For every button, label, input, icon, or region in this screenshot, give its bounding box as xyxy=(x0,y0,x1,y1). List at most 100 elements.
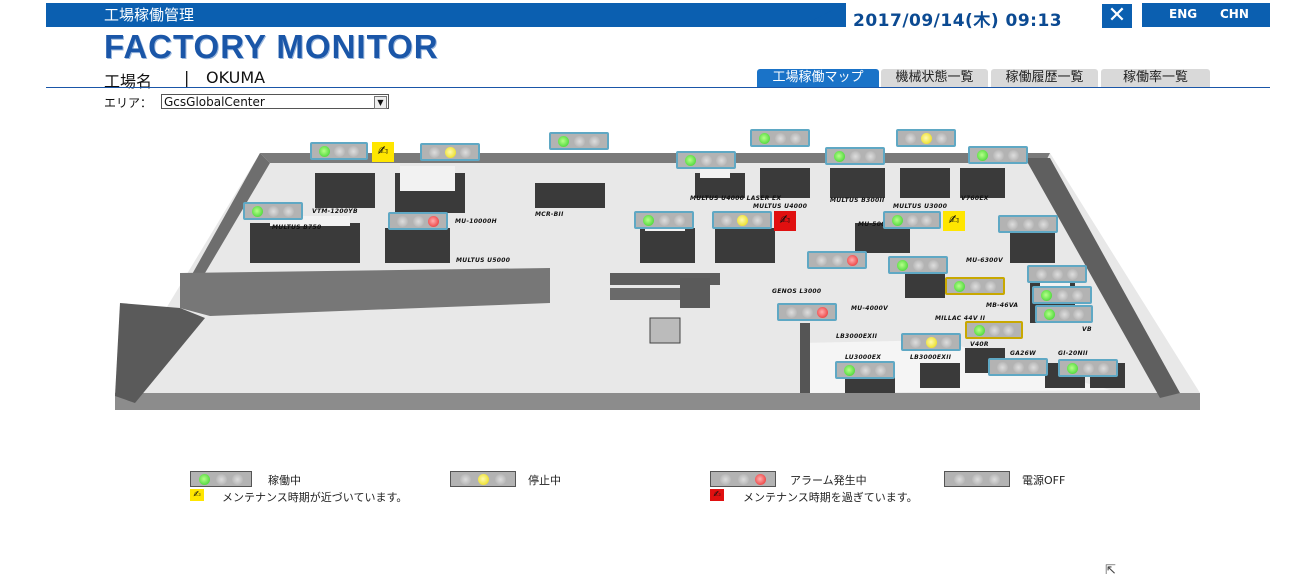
close-icon[interactable]: ✕ xyxy=(1102,4,1132,28)
lamp-yellow xyxy=(912,259,924,271)
status-light-multus-u3000[interactable] xyxy=(896,129,956,147)
status-light-vb[interactable] xyxy=(1035,305,1093,323)
app-title: FACTORY MONITOR xyxy=(104,28,439,65)
status-light-multus-u4000[interactable] xyxy=(750,129,810,147)
status-light-v760ex[interactable] xyxy=(968,146,1028,164)
machine-label: MULTUS U5000 xyxy=(456,257,511,264)
lang-chn-button[interactable]: CHN xyxy=(1220,7,1249,21)
lamp-green xyxy=(720,473,732,485)
status-light-multus-b300ii[interactable] xyxy=(825,147,885,165)
lamp-red xyxy=(816,306,828,318)
lamp-red xyxy=(864,150,876,162)
lamp-red xyxy=(751,214,763,226)
machine-label: VTM-1200YB xyxy=(312,208,358,215)
tab-machine-status[interactable]: 機械状態一覧 xyxy=(881,69,988,87)
status-light-mu5000v[interactable] xyxy=(883,211,941,229)
lamp-yellow xyxy=(988,324,1000,336)
legend-running-label: 稼働中 xyxy=(268,474,301,487)
system-title: 工場稼働管理 xyxy=(104,6,195,24)
lamp-green xyxy=(973,324,985,336)
status-light-machine[interactable] xyxy=(1032,286,1092,304)
machine-label: MULTUS U3000 xyxy=(893,203,948,210)
current-datetime: 2017/09/14(木) 09:13 xyxy=(853,11,1063,31)
lamp-green xyxy=(252,205,264,217)
lamp-red xyxy=(1097,362,1109,374)
lamp-green xyxy=(460,473,472,485)
lamp-yellow xyxy=(925,336,937,348)
lamp-yellow xyxy=(658,214,670,226)
status-light-mu4000v[interactable] xyxy=(888,256,948,274)
lamp-red xyxy=(231,473,243,485)
lamp-red xyxy=(940,336,952,348)
lamp-yellow xyxy=(444,146,456,158)
status-light-mu10000h[interactable] xyxy=(420,143,480,161)
lamp-green xyxy=(643,214,655,226)
tab-factory-map[interactable]: 工場稼働マップ xyxy=(757,69,879,87)
chevron-down-icon[interactable]: ▼ xyxy=(374,96,387,109)
status-light-mcr-bii[interactable] xyxy=(549,132,609,150)
lang-eng-button[interactable]: ENG xyxy=(1169,7,1198,21)
lamp-green xyxy=(1067,362,1079,374)
status-light-genos-l3000[interactable] xyxy=(807,251,867,269)
status-light-stopped-machine[interactable] xyxy=(712,211,772,229)
lamp-red xyxy=(846,254,858,266)
lamp-yellow xyxy=(971,473,983,485)
area-select[interactable]: GcsGlobalCenter ▼ xyxy=(161,94,389,109)
lamp-red xyxy=(1027,361,1039,373)
maintenance-warning-icon: ✍ xyxy=(190,489,204,501)
factory-name: OKUMA xyxy=(206,68,266,87)
legend-stopped-label: 停止中 xyxy=(528,474,561,487)
lamp-yellow xyxy=(1056,289,1068,301)
status-light-gi20nii[interactable] xyxy=(1058,359,1118,377)
lamp-yellow xyxy=(920,132,932,144)
status-light-right-machine[interactable] xyxy=(1027,265,1087,283)
header-bar xyxy=(46,3,846,27)
tab-operation-rate[interactable]: 稼働率一覧 xyxy=(1101,69,1210,87)
status-light-v40r[interactable] xyxy=(965,321,1023,339)
lamp-yellow xyxy=(1051,268,1063,280)
status-light-lu3000ex[interactable] xyxy=(835,361,895,379)
legend-off-light xyxy=(944,471,1010,487)
lamp-yellow xyxy=(1012,361,1024,373)
machine-label: VB xyxy=(1082,326,1092,333)
machine-label: MULTUS B300II xyxy=(830,197,885,204)
machine-label: V760EX xyxy=(961,195,989,202)
lamp-red xyxy=(1071,289,1083,301)
status-light-mu6300v[interactable] xyxy=(998,215,1058,233)
lamp-green xyxy=(954,280,966,292)
lamp-green xyxy=(1043,308,1055,320)
lamp-yellow xyxy=(333,145,345,157)
lamp-red xyxy=(1003,324,1015,336)
lamp-green xyxy=(844,364,856,376)
status-light-lb3000exii-stopped[interactable] xyxy=(901,333,961,351)
lamp-red xyxy=(754,473,766,485)
lamp-red xyxy=(927,259,939,271)
status-light-lb3000exii-alarm[interactable] xyxy=(777,303,837,321)
area-select-value: GcsGlobalCenter xyxy=(164,95,265,109)
status-light-mb46va[interactable] xyxy=(945,277,1005,295)
machine-label: MU-5000V xyxy=(858,221,896,228)
maintenance-overdue-icon[interactable]: ✍ xyxy=(774,211,796,231)
status-light-vtm1200yb[interactable] xyxy=(310,142,368,160)
mouse-cursor-icon: ⇱ xyxy=(1105,563,1116,578)
lamp-red xyxy=(427,215,439,227)
lamp-yellow xyxy=(859,364,871,376)
language-bar xyxy=(1142,3,1270,27)
status-light-center-machine[interactable] xyxy=(634,211,694,229)
status-light-ga26w[interactable] xyxy=(988,358,1048,376)
status-light-multus-b750[interactable] xyxy=(243,202,303,220)
machine-label: MULTUS B750 xyxy=(272,224,322,231)
status-light-alarm-machine[interactable] xyxy=(388,212,448,230)
machine-label: MU-4000V xyxy=(851,305,889,312)
lamp-yellow xyxy=(412,215,424,227)
tab-operation-history[interactable]: 稼働履歴一覧 xyxy=(991,69,1098,87)
status-light-multus-u4000-laser[interactable] xyxy=(676,151,736,169)
lamp-yellow xyxy=(736,214,748,226)
lamp-red xyxy=(494,473,506,485)
lamp-yellow xyxy=(267,205,279,217)
lamp-yellow xyxy=(215,473,227,485)
maintenance-warning-icon[interactable]: ✍ xyxy=(372,142,394,162)
lamp-green xyxy=(1007,218,1019,230)
lamp-yellow xyxy=(801,306,813,318)
maintenance-warning-icon[interactable]: ✍ xyxy=(943,211,965,231)
